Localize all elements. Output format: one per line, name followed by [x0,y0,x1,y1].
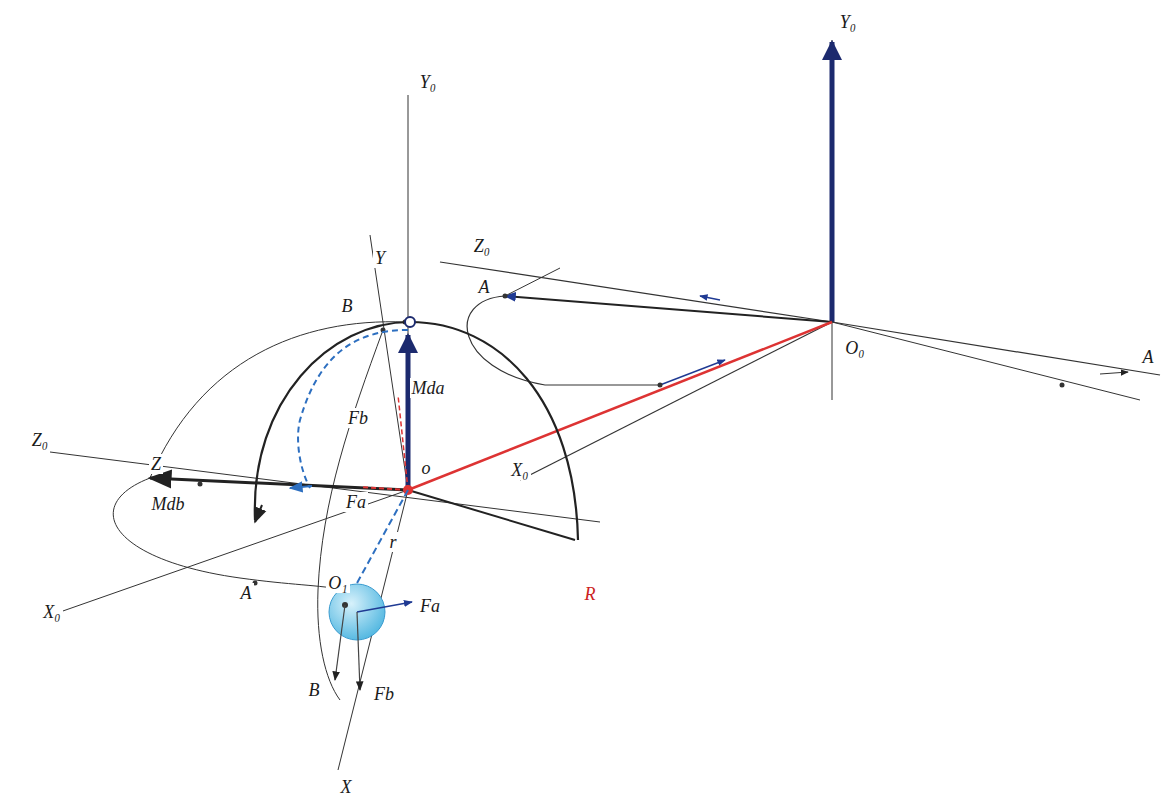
axis-label: X₀ [41,602,62,622]
axis-label: Fb [372,684,396,704]
axis-label: r [387,532,398,552]
axis-label: A [1141,347,1156,367]
axis-label: Y₀ [838,12,858,32]
axis-label: Mda [410,378,447,398]
axis-label: X₀ [509,460,530,480]
axis-label: O₁ [326,573,349,593]
axis-label: Fa [344,492,368,512]
axis-label: Z₀ [30,430,50,450]
axis-label: Y [373,248,387,268]
axis-label: Z₀ [472,236,492,256]
axis-label: Fb [346,408,370,428]
axis-label: B [307,680,322,700]
axis-label: R [583,584,598,604]
axis-label: X [339,777,354,797]
axis-label: Fa [418,596,442,616]
axis-label: Z [149,454,163,474]
axis-label: B [340,296,355,316]
axis-label: o [420,458,433,478]
axis-label: Y₀ [418,72,438,92]
axis-label: O₀ [843,338,866,358]
axis-label: A [477,277,492,297]
axis-label: A [239,583,254,603]
axis-label: Mdb [150,494,187,514]
